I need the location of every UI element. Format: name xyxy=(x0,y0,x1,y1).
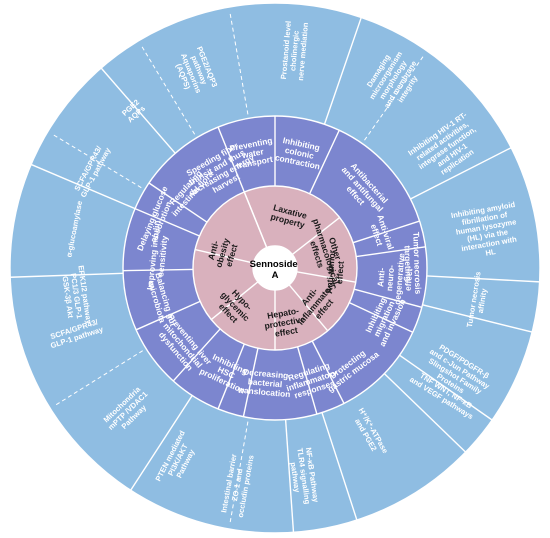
ring-separator xyxy=(10,272,124,278)
ring-separator xyxy=(229,421,249,526)
label-hepato: Hepato-protectiveeffect xyxy=(262,305,308,341)
ring-separator xyxy=(399,354,493,421)
ring-separator xyxy=(210,281,259,321)
ring-separator xyxy=(323,17,362,125)
ring-separator xyxy=(30,163,136,210)
ring-separator xyxy=(288,284,329,332)
ring-separator xyxy=(123,268,194,272)
center-circle xyxy=(253,246,297,290)
label-line: HL xyxy=(485,247,497,258)
label-line: affinity xyxy=(476,287,489,314)
ring-separator xyxy=(51,133,142,189)
ring-separator xyxy=(53,350,143,407)
label-line: translocation xyxy=(238,385,291,400)
label-line: sensitivity xyxy=(155,235,169,277)
label-antitumor: Anti-tumoreffect xyxy=(324,249,347,295)
ring-separator xyxy=(291,216,341,256)
label-tnf: Tumor necrosistargeting xyxy=(402,232,423,295)
ring-separator xyxy=(135,300,201,331)
label-line: targeting xyxy=(402,245,413,281)
label-line: effect xyxy=(274,325,298,339)
label-line: Anti- xyxy=(375,267,387,287)
ring-separator xyxy=(172,328,221,382)
ring-separator xyxy=(243,191,268,248)
label-neuro: Anti-neuro-degenerativeeffect xyxy=(374,251,416,306)
center-title: Sennoside A xyxy=(250,259,301,281)
center-title-line: Sennoside xyxy=(250,259,298,270)
label-line: effect xyxy=(402,268,414,291)
label-line: Anti-tumor xyxy=(324,249,337,294)
ring-separator xyxy=(229,10,249,115)
ring-separator xyxy=(354,288,423,309)
ring-separator xyxy=(194,248,254,264)
label-line: effect xyxy=(334,261,346,285)
label-line: Decreasing xyxy=(243,367,289,381)
ring-separator xyxy=(100,67,176,154)
ring-separator xyxy=(383,373,467,453)
label-line: water xyxy=(240,146,265,160)
ring-separator xyxy=(321,412,358,521)
ring-separator xyxy=(311,340,345,404)
label-line: Tumor necrosis xyxy=(411,232,423,295)
ring-separator xyxy=(309,129,340,194)
label-amyloid: Inhibiting amyloidfibrillation ofhuman l… xyxy=(450,200,523,263)
ring-separator xyxy=(130,395,193,491)
label-damaging: Damagingmicroorganismmorphologyand membr… xyxy=(360,45,426,115)
label-line: neuro- xyxy=(384,264,396,291)
ring-separator xyxy=(426,275,540,283)
ring-separator xyxy=(284,419,295,533)
ring-separator xyxy=(140,44,196,135)
ring-separator xyxy=(422,304,533,333)
label-water: Preventingwatertransport xyxy=(229,135,277,171)
ring-separator xyxy=(148,182,208,223)
ring-separator xyxy=(217,126,245,193)
label-line: bacterial xyxy=(247,376,282,389)
ring-separator xyxy=(364,53,426,141)
ring-border xyxy=(9,2,541,534)
ring-separator xyxy=(134,207,200,237)
ring-separator xyxy=(217,343,245,410)
ring-separator xyxy=(296,346,318,415)
ring-separator xyxy=(242,348,259,417)
label-line: cholinergic xyxy=(288,30,300,71)
ring-separator xyxy=(352,220,420,244)
ring-separator xyxy=(410,147,512,200)
ring-separator xyxy=(296,271,356,283)
label-line: pathway xyxy=(289,462,302,494)
center-title-line: A xyxy=(272,270,279,281)
label-bacterial: Decreasingbacterialtranslocation xyxy=(238,366,293,399)
label-line: degenerative xyxy=(392,252,406,305)
ring-separator xyxy=(356,246,426,258)
ring-separator xyxy=(349,302,414,333)
